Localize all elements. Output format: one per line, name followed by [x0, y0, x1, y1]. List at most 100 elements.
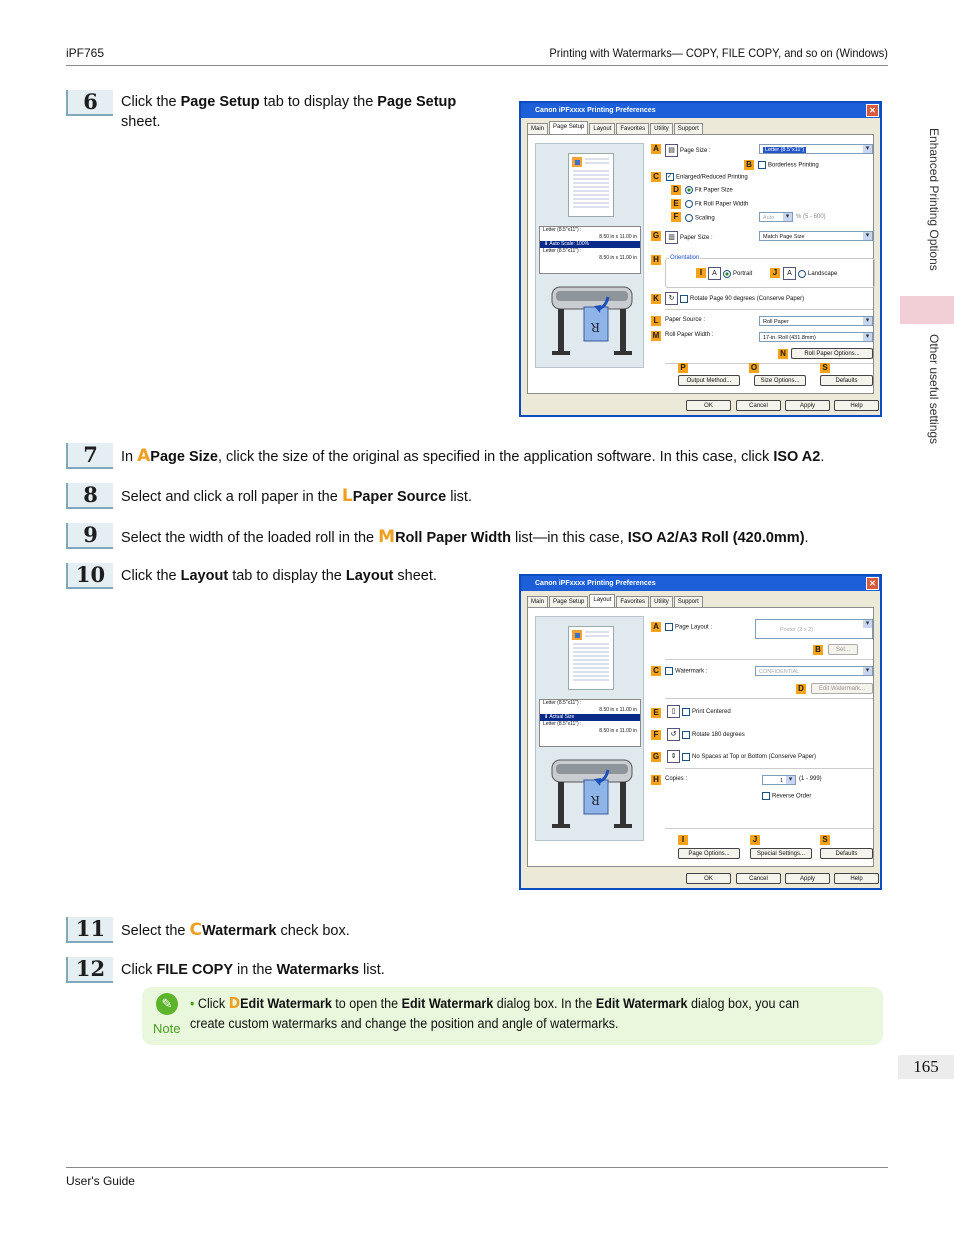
borderless-checkbox[interactable]: Borderless Printing: [758, 161, 819, 169]
callout-h: H: [651, 775, 661, 785]
callout-g: G: [651, 752, 661, 762]
close-icon[interactable]: ✕: [866, 577, 879, 590]
tab-support[interactable]: Support: [673, 596, 703, 607]
tab-page-setup[interactable]: Page Setup: [549, 121, 589, 134]
page-layout-select[interactable]: Poster (2 x 2): [755, 619, 873, 639]
document-thumbnail-icon: [572, 630, 609, 681]
callout-h: H: [651, 255, 661, 265]
orientation-group-label: Orientation: [669, 255, 701, 261]
step-number: 8: [66, 483, 113, 509]
tab-favorites[interactable]: Favorites: [616, 123, 650, 134]
printer-illustration: R: [551, 286, 633, 355]
callout-b: B: [744, 160, 754, 170]
defaults-button[interactable]: Defaults: [820, 848, 873, 859]
ok-button[interactable]: OK: [686, 400, 731, 411]
callout-b: B: [813, 645, 823, 655]
roll-paper-options-button[interactable]: Roll Paper Options...: [791, 348, 873, 359]
scaling-radio[interactable]: Scaling: [685, 214, 715, 222]
note-label: Note: [153, 1021, 181, 1036]
print-centered-icon: ▯: [667, 705, 680, 718]
cancel-button[interactable]: Cancel: [736, 873, 781, 884]
size-options-button[interactable]: Size Options...: [754, 375, 806, 386]
side-subsection-title: Other useful settings: [927, 334, 941, 445]
note-text: • Click DEdit Watermark to open the Edit…: [190, 994, 800, 1031]
edit-watermark-button[interactable]: Edit Watermark...: [811, 683, 873, 694]
svg-text:R: R: [590, 793, 600, 807]
roll-paper-width-select[interactable]: 17-in. Roll (431.8mm): [759, 332, 873, 342]
side-tab-marker: [900, 296, 954, 324]
output-method-button[interactable]: Output Method...: [678, 375, 740, 386]
callout-o: O: [749, 363, 759, 373]
apply-button[interactable]: Apply: [785, 873, 830, 884]
tab-layout[interactable]: Layout: [589, 123, 616, 134]
tab-main[interactable]: Main: [527, 596, 549, 607]
callout-f: F: [671, 212, 681, 222]
page-layout-checkbox[interactable]: Page Layout :: [665, 623, 712, 631]
paper-size-select[interactable]: Match Page Size: [759, 231, 873, 241]
landscape-icon: A: [783, 267, 796, 280]
tab-support[interactable]: Support: [673, 123, 703, 134]
watermark-checkbox[interactable]: Watermark :: [665, 667, 707, 675]
reverse-order-checkbox[interactable]: Reverse Order: [762, 792, 811, 800]
print-centered-checkbox[interactable]: ▯Print Centered: [667, 705, 731, 718]
defaults-button[interactable]: Defaults: [820, 375, 873, 386]
step-text: In APage Size, click the size of the ori…: [121, 446, 825, 466]
header-rule: [66, 65, 888, 66]
fit-paper-size-radio[interactable]: Fit Paper Size: [685, 186, 733, 194]
callout-c: C: [651, 666, 661, 676]
side-section-title: Enhanced Printing Options: [927, 128, 941, 271]
pencil-icon: ✎: [156, 993, 178, 1015]
printing-preferences-dialog: Canon iPFxxxx Printing Preferences ✕ Mai…: [519, 101, 882, 417]
callout-k: K: [651, 294, 661, 304]
arrow-down-icon: ⬇: [544, 714, 550, 720]
callout-f: F: [651, 730, 661, 740]
special-settings-button[interactable]: Special Settings...: [750, 848, 812, 859]
step-number: 9: [66, 523, 113, 549]
dialog-title-bar: Canon iPFxxxx Printing Preferences ✕: [521, 103, 880, 118]
orientation-group: [665, 258, 875, 288]
no-spaces-checkbox[interactable]: ⇕No Spaces at Top or Bottom (Conserve Pa…: [667, 750, 816, 763]
preview-pane: Letter (8.5"x11") : 8.50 in x 11.00 in ⬇…: [535, 616, 644, 841]
tab-layout[interactable]: Layout: [589, 594, 616, 607]
tab-favorites[interactable]: Favorites: [616, 596, 650, 607]
callout-g: G: [651, 231, 661, 241]
step-text: Click the Layout tab to display the Layo…: [121, 568, 437, 584]
rotate-90-checkbox[interactable]: ↻Rotate Page 90 degrees (Conserve Paper): [665, 292, 804, 305]
page-options-button[interactable]: Page Options...: [678, 848, 740, 859]
fit-roll-width-radio[interactable]: Fit Roll Paper Width: [685, 200, 748, 208]
copies-spinner[interactable]: 1: [762, 775, 796, 785]
watermark-select[interactable]: CONFIDENTIAL: [755, 666, 873, 676]
tab-main[interactable]: Main: [527, 123, 549, 134]
enlarged-printing-checkbox[interactable]: ✓Enlarged/Reduced Printing: [666, 173, 748, 181]
apply-button[interactable]: Apply: [785, 400, 830, 411]
page-footer-left: User's Guide: [66, 1174, 135, 1188]
step-number: 11: [66, 917, 113, 943]
callout-m: M: [651, 331, 661, 341]
tab-utility[interactable]: Utility: [650, 123, 673, 134]
callout-d: D: [671, 185, 681, 195]
portrait-icon: A: [708, 267, 721, 280]
help-button[interactable]: Help: [834, 873, 879, 884]
close-icon[interactable]: ✕: [866, 104, 879, 117]
set-button[interactable]: Set...: [828, 644, 858, 655]
callout-a: A: [651, 622, 661, 632]
step-text: Select and click a roll paper in the LPa…: [121, 486, 472, 506]
ok-button[interactable]: OK: [686, 873, 731, 884]
help-button[interactable]: Help: [834, 400, 879, 411]
printing-preferences-dialog: Canon iPFxxxx Printing Preferences ✕ Mai…: [519, 574, 882, 890]
preview-info: Letter (8.5"x11") : 8.50 in x 11.00 in ⬇…: [539, 226, 641, 274]
tab-utility[interactable]: Utility: [650, 596, 673, 607]
page-size-select[interactable]: Letter (8.5"x11"): [759, 144, 873, 154]
rotate-180-checkbox[interactable]: ↺Rotate 180 degrees: [667, 728, 745, 741]
step-text: Click the Page Setup tab to display the …: [121, 94, 457, 130]
paper-size-icon: ▥: [665, 231, 678, 244]
printer-illustration: R: [551, 759, 633, 828]
scaling-spinner[interactable]: Auto: [759, 212, 793, 222]
step-text: Click FILE COPY in the Watermarks list.: [121, 962, 385, 978]
tab-page-setup[interactable]: Page Setup: [549, 596, 589, 607]
paper-source-select[interactable]: Roll Paper: [759, 316, 873, 326]
cancel-button[interactable]: Cancel: [736, 400, 781, 411]
step-text: Select the width of the loaded roll in t…: [121, 527, 809, 547]
